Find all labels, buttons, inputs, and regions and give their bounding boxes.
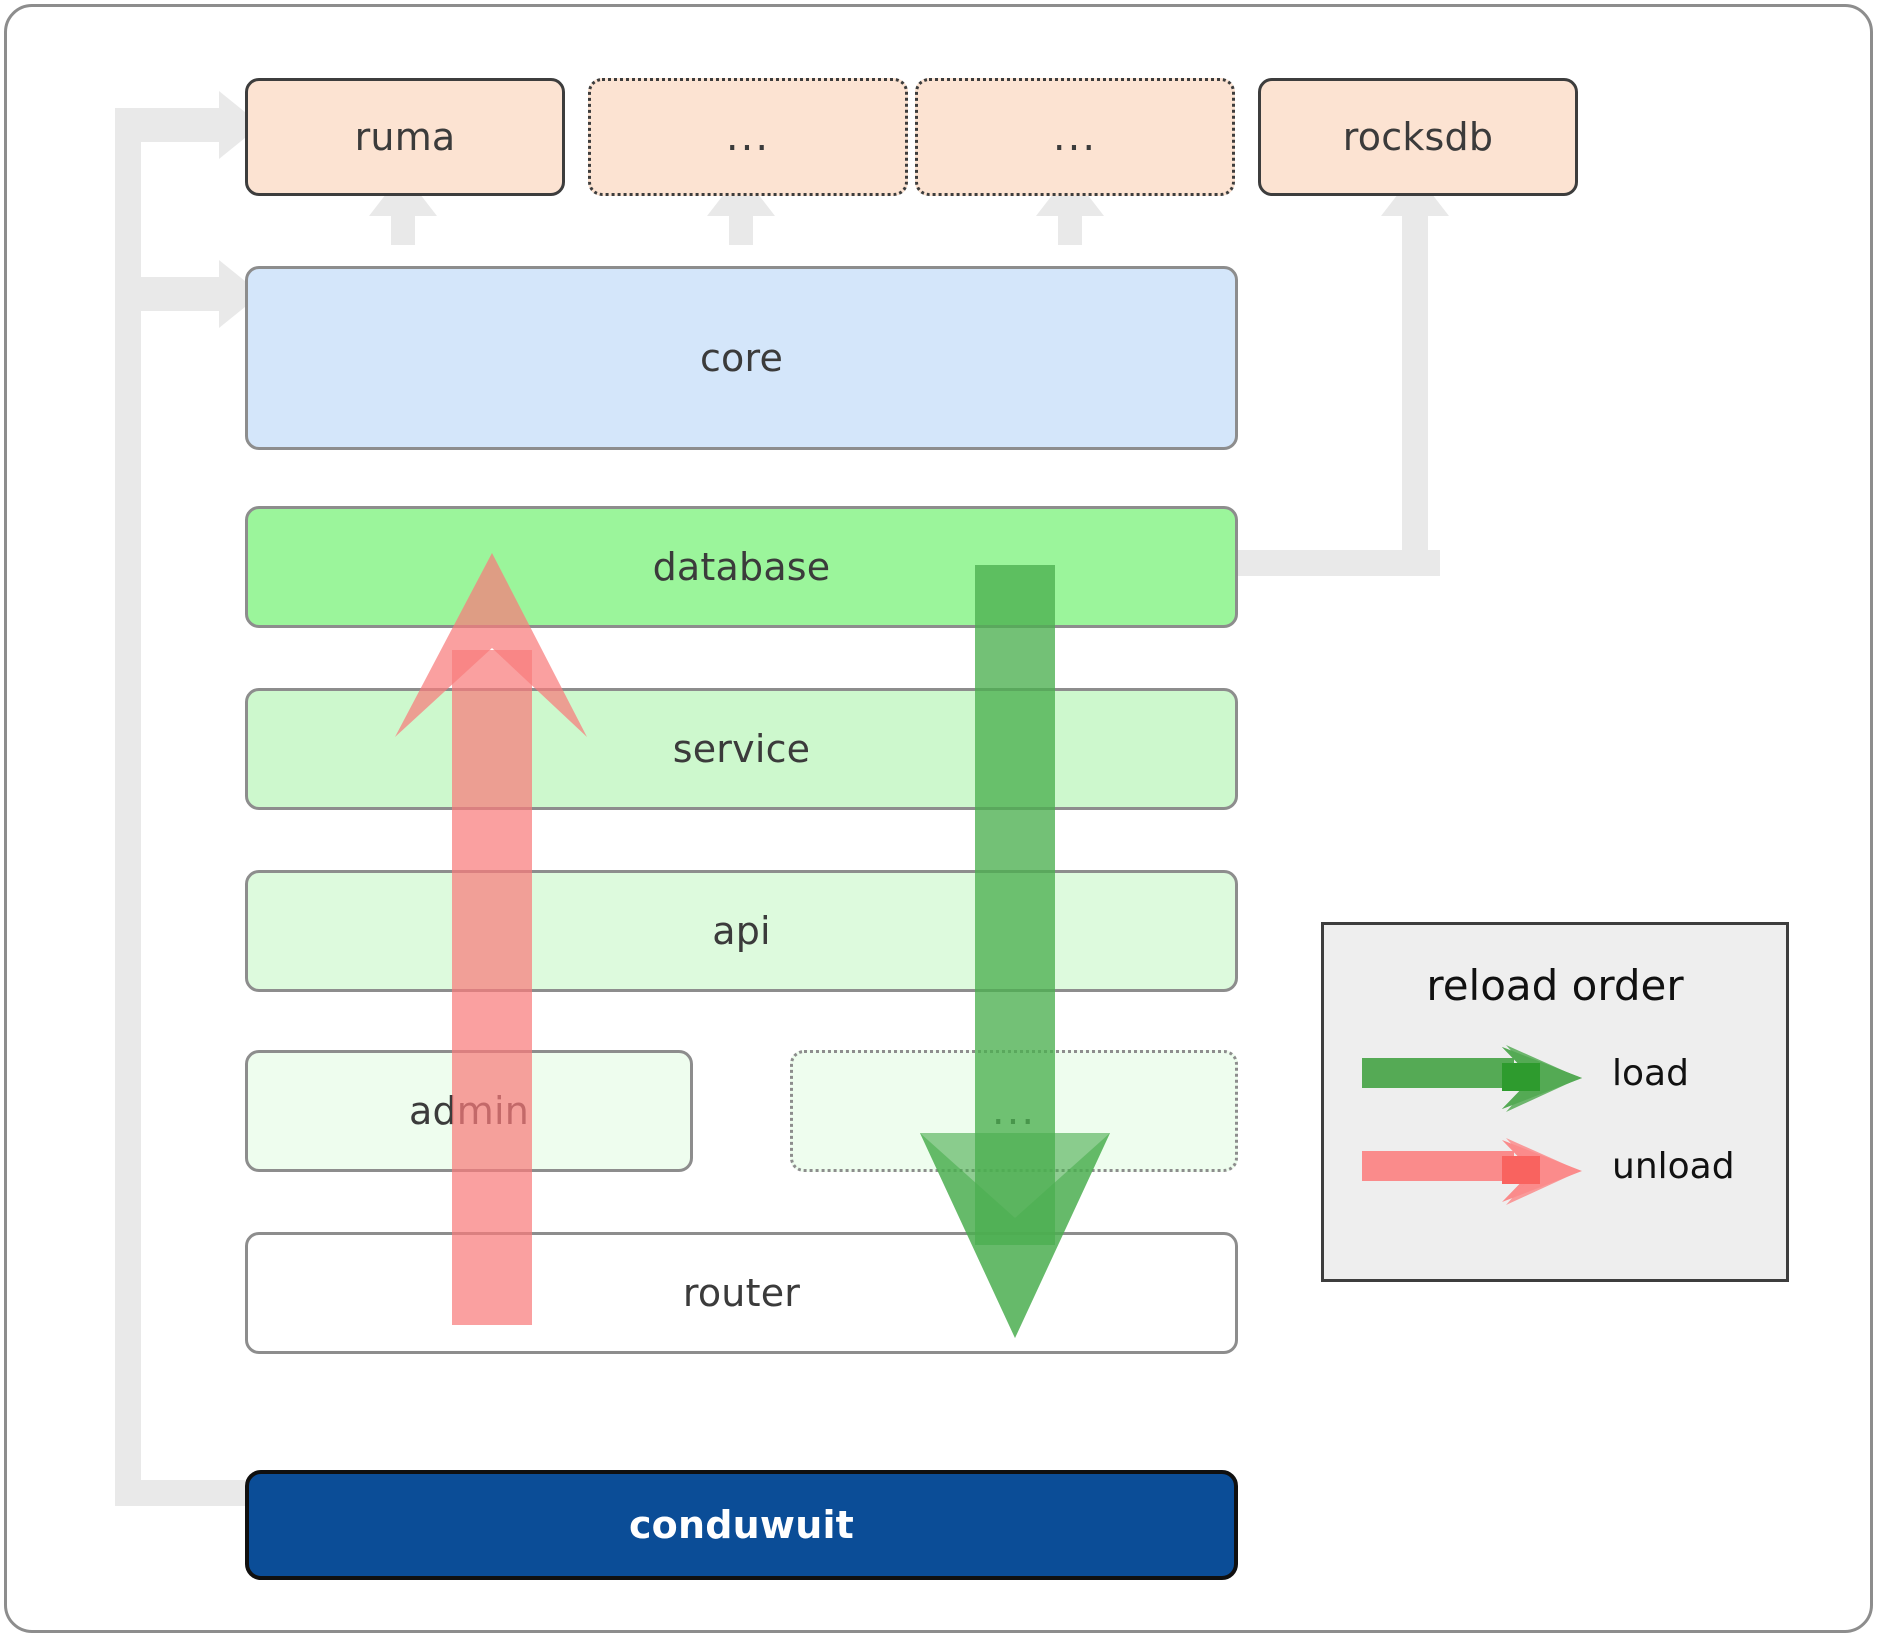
connector-spine-bottom	[115, 1480, 245, 1506]
dep-box-ruma[interactable]: ruma	[245, 78, 565, 196]
layer-label-router: router	[682, 1271, 801, 1315]
dep-box-dots1[interactable]: ...	[588, 78, 908, 196]
binary-label-conduwuit: conduwuit	[628, 1503, 855, 1547]
legend-title: reload order	[1426, 961, 1684, 1010]
legend-unload-arrow-icon	[1362, 1138, 1582, 1205]
legend-arrow-icons	[1362, 1045, 1582, 1205]
diagram-frame	[4, 4, 1873, 1633]
dep-label-rocksdb: rocksdb	[1342, 115, 1494, 159]
layer-box-api[interactable]: api	[245, 870, 1238, 992]
layer-box-service[interactable]: service	[245, 688, 1238, 810]
legend-panel: reload order load unload	[1321, 922, 1789, 1282]
layer-label-api: api	[712, 909, 771, 953]
layer-label-service: service	[672, 727, 811, 771]
binary-box-conduwuit[interactable]: conduwuit	[245, 1470, 1238, 1580]
layer-box-admin[interactable]: admin	[245, 1050, 693, 1172]
dep-label-dots2: ...	[1052, 114, 1098, 160]
layer-label-dots3: ...	[991, 1088, 1037, 1134]
legend-label-unload: unload	[1612, 1146, 1735, 1187]
connector-to-ruma-stem	[115, 108, 225, 142]
dep-label-dots1: ...	[725, 114, 771, 160]
layer-label-core: core	[699, 336, 784, 380]
layer-label-admin: admin	[408, 1089, 530, 1133]
connector-spine-vertical	[115, 126, 141, 1506]
dep-box-dots2[interactable]: ...	[915, 78, 1235, 196]
layer-box-database[interactable]: database	[245, 506, 1238, 628]
layer-label-database: database	[652, 545, 831, 589]
layer-box-core[interactable]: core	[245, 266, 1238, 450]
dep-box-rocksdb[interactable]: rocksdb	[1258, 78, 1578, 196]
layer-box-router[interactable]: router	[245, 1232, 1238, 1354]
dep-label-ruma: ruma	[354, 115, 456, 159]
legend-label-load: load	[1612, 1053, 1689, 1094]
legend-load-arrow-icon	[1362, 1045, 1582, 1112]
connector-to-core-stem	[115, 277, 225, 311]
connector-db-rocksdb-vertical	[1402, 185, 1428, 575]
layer-box-dots3[interactable]: ...	[790, 1050, 1238, 1172]
